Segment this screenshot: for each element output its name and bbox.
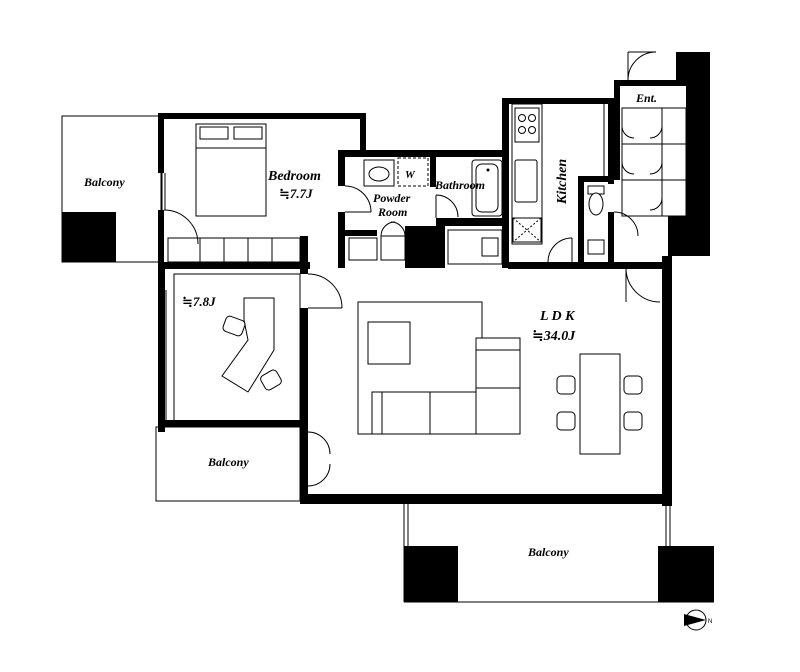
compass-icon: N — [684, 609, 712, 631]
balcony-bottom: Balcony — [403, 504, 714, 603]
balcony-upper-left-label: Balcony — [83, 175, 125, 189]
powder-room-label-1: Powder — [373, 191, 411, 205]
ldk: L D K ≒34.0J — [300, 256, 672, 506]
stove-icon — [514, 107, 540, 143]
desk-icon — [221, 297, 282, 393]
entrance-label: Ent. — [635, 91, 657, 105]
balcony-bottom-label: Balcony — [527, 545, 569, 559]
study-area: ≒7.8J — [182, 294, 216, 309]
kitchen-label: Kitchen — [555, 159, 570, 205]
bathroom-label: Bathroom — [434, 178, 485, 192]
toilet-icon — [587, 185, 605, 216]
powder-room: W Powder Room — [338, 150, 508, 268]
bedroom-label: Bedroom — [267, 169, 321, 184]
bathroom: Bathroom — [434, 98, 509, 268]
bedroom-area: ≒7.7J — [279, 186, 313, 201]
ldk-area: ≒34.0J — [532, 329, 576, 344]
kitchen: Kitchen — [502, 98, 614, 269]
sofa-icon — [367, 321, 521, 435]
study: ≒7.8J — [158, 262, 343, 432]
powder-room-label-2: Room — [377, 205, 407, 219]
balcony-lower-left-label: Balcony — [207, 455, 249, 469]
ldk-label: L D K — [539, 309, 576, 324]
dining-table-icon — [556, 353, 643, 455]
balcony-upper-left — [61, 115, 163, 263]
sink-icon — [363, 159, 395, 187]
bed-icon — [195, 123, 267, 217]
bedroom: Bedroom ≒7.7J — [158, 113, 366, 266]
entrance: Ent. — [603, 51, 710, 256]
bathtub-icon — [471, 159, 503, 217]
washer-mark: W — [405, 169, 416, 181]
toilet-room — [578, 176, 639, 269]
compass-letter: N — [708, 619, 712, 625]
